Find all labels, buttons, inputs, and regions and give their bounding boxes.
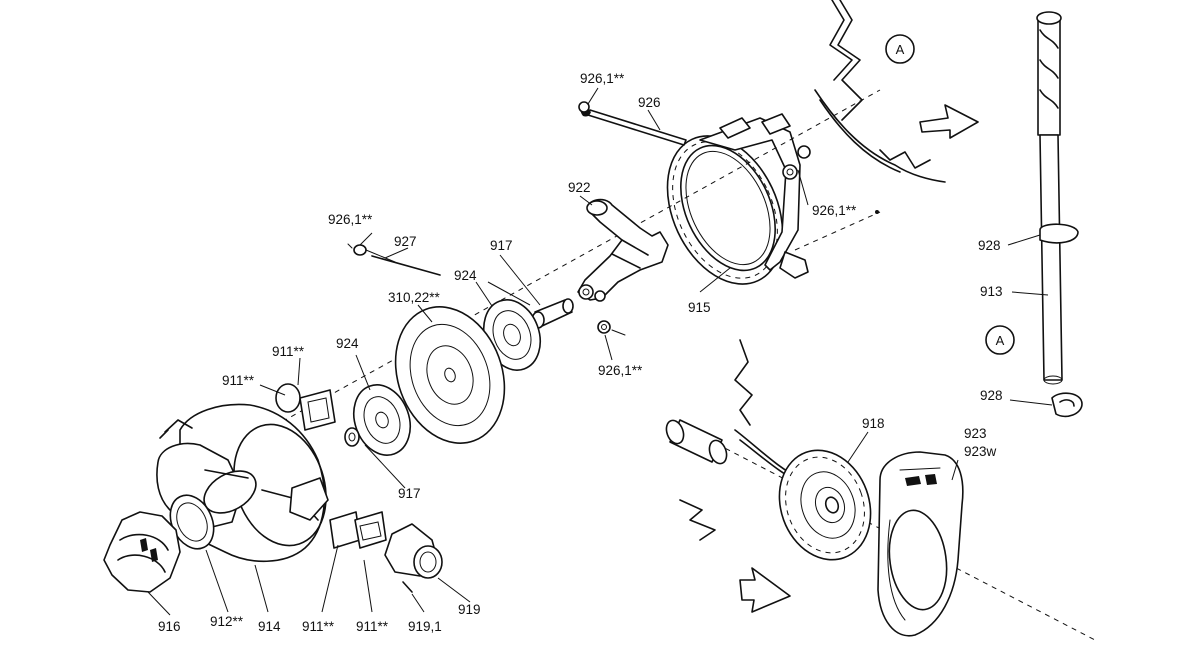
label-911-d: 911**: [356, 619, 389, 634]
label-916: 916: [158, 619, 181, 634]
arm-922: [577, 198, 669, 302]
label-924-mid: 924: [336, 336, 359, 351]
face-plate-923: [877, 451, 964, 637]
nut-926-1-right: [797, 145, 879, 214]
label-917-top: 917: [490, 238, 513, 253]
label-927: 927: [394, 234, 417, 249]
valve-919: [384, 523, 443, 593]
label-919-1: 919,1: [408, 619, 442, 634]
label-918: 918: [862, 416, 885, 431]
label-915: 915: [688, 300, 711, 315]
gasket-911-top: [275, 383, 336, 431]
label-928-bottom: 928: [980, 388, 1003, 403]
nut-926-1-mid: [597, 320, 626, 336]
frame-break-bottom: [679, 339, 806, 613]
label-928-top: 928: [978, 238, 1001, 253]
label-913: 913: [980, 284, 1003, 299]
leader-lines: [147, 87, 1053, 616]
pin-927: [371, 255, 441, 276]
main-body-914: [156, 403, 329, 563]
frame-break-top: [814, 0, 979, 183]
label-a-top: A: [896, 42, 905, 57]
label-926: 926: [638, 95, 661, 110]
clamp-928-top: [1039, 223, 1079, 244]
label-923: 923: [964, 426, 987, 441]
label-911-a: 911**: [272, 344, 305, 359]
label-914: 914: [258, 619, 281, 634]
disc-310-22: [394, 306, 506, 444]
label-911-c: 911**: [302, 619, 335, 634]
sleeve-tube: [665, 419, 728, 465]
circle-marker-a-top: A: [885, 34, 915, 64]
pole-913: [1036, 11, 1063, 385]
label-924-top: 924: [454, 268, 477, 283]
label-a-mid: A: [996, 333, 1005, 348]
label-926-1-mid: 926,1**: [598, 363, 643, 378]
label-919: 919: [458, 602, 481, 617]
rod-926: [578, 101, 687, 146]
washer-917-mid: [344, 427, 360, 447]
knob-916: [103, 511, 181, 593]
gear-disc-918: [778, 449, 872, 561]
label-926-1-top: 926,1**: [580, 71, 625, 86]
label-917-mid: 917: [398, 486, 421, 501]
label-922: 922: [568, 180, 591, 195]
label-310-22: 310,22**: [388, 290, 441, 305]
housing-915: [666, 113, 809, 285]
label-911-b: 911**: [222, 373, 255, 388]
label-926-1-left: 926,1**: [328, 212, 373, 227]
clamp-928-bottom: [1051, 392, 1083, 418]
label-912: 912**: [210, 614, 244, 629]
label-926-1-right: 926,1**: [812, 203, 857, 218]
circle-marker-a-mid: A: [985, 325, 1015, 355]
screw-926-1-left: [347, 243, 396, 263]
part-labels: 926,1** 926 922 926,1** 926,1** 927 917 …: [158, 71, 1003, 634]
gasket-911-bottom: [329, 511, 387, 549]
label-923w: 923w: [964, 444, 997, 459]
